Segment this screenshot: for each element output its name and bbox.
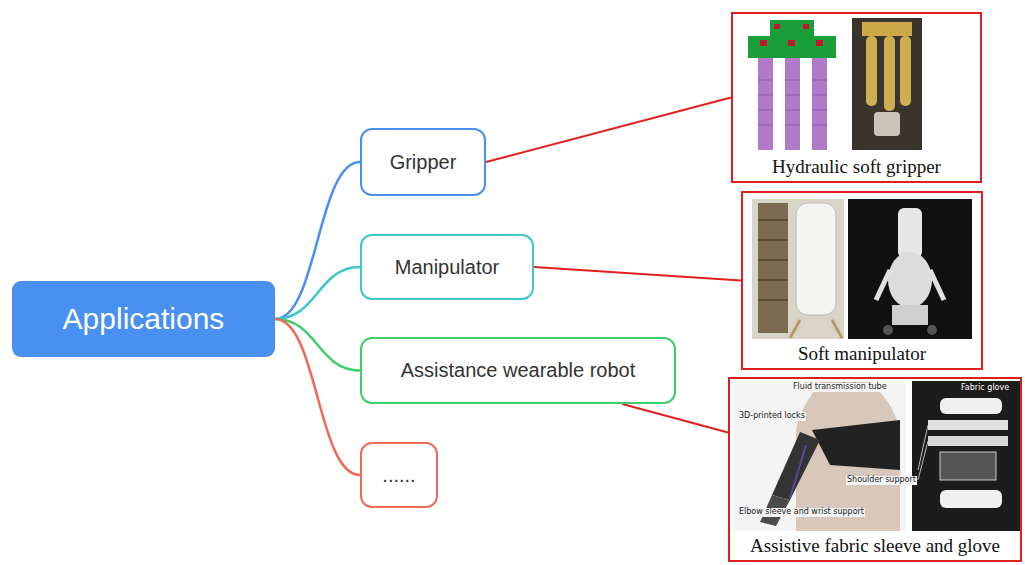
figure-annotation: Fabric glove (960, 384, 1010, 393)
category-box: Assistance wearable robot (360, 337, 676, 404)
connector (275, 267, 360, 319)
sleeve-figure (734, 381, 906, 531)
panel-caption: Soft manipulator (798, 343, 926, 365)
box-label: Gripper (390, 151, 457, 174)
figure-annotation: Shoulder support (846, 476, 917, 485)
gripper-photo (852, 18, 922, 150)
glove-photo (912, 381, 1020, 531)
box-label: Assistance wearable robot (401, 359, 636, 382)
image-panel: Soft manipulator (741, 191, 983, 370)
manipulator-photo (752, 199, 844, 339)
box-label: ...... (382, 464, 415, 487)
connector (275, 319, 360, 475)
image-panel: Hydraulic soft gripper (731, 12, 982, 183)
panel-caption: Assistive fabric sleeve and glove (750, 535, 1000, 557)
root-box: Applications (12, 281, 275, 357)
category-box: ...... (360, 442, 438, 508)
connector (486, 98, 731, 163)
manipulator-photo (848, 199, 972, 339)
figure-annotation: 3D-printed locks (738, 412, 806, 421)
box-label: Applications (63, 302, 225, 336)
connector (275, 162, 360, 319)
connector (622, 404, 728, 433)
connector (275, 319, 360, 371)
category-box: Gripper (360, 128, 486, 196)
gripper-cad (748, 20, 836, 150)
figure-annotation: Elbow sleeve and wrist support (738, 508, 865, 517)
panel-caption: Hydraulic soft gripper (772, 156, 941, 178)
category-box: Manipulator (360, 234, 534, 300)
box-label: Manipulator (395, 256, 500, 279)
connector (534, 267, 741, 281)
figure-annotation: Fluid transmission tube (792, 383, 888, 392)
image-panel: Assistive fabric sleeve and glove (728, 377, 1022, 562)
